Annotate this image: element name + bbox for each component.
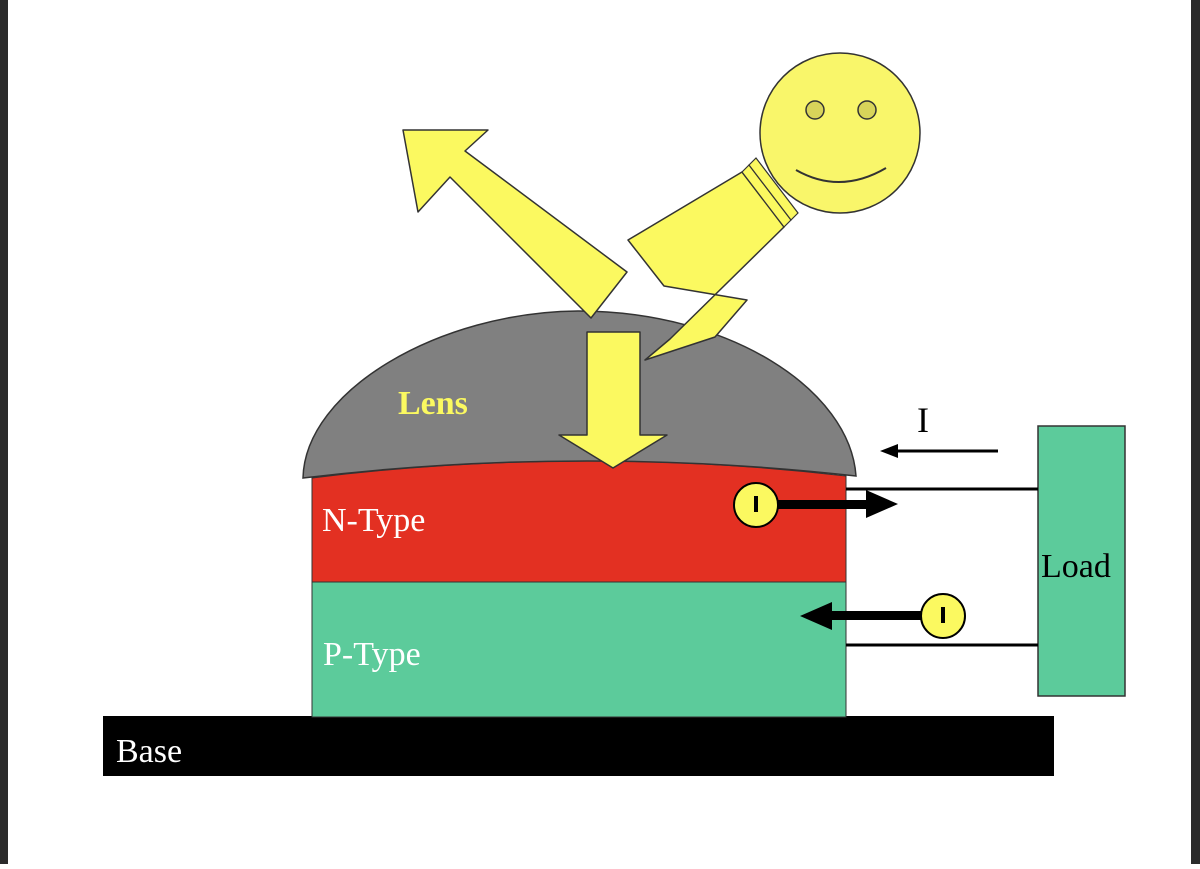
current-direction-arrow <box>880 444 998 458</box>
n-carrier-arrow <box>778 490 898 518</box>
left-frame-edge <box>0 0 8 864</box>
sun-face <box>759 52 921 214</box>
right-frame-edge <box>1191 0 1200 864</box>
base-bar <box>103 716 1054 776</box>
lens-dome <box>302 310 857 479</box>
load-label: Load <box>1041 548 1111 585</box>
sun-beam-stripes <box>741 157 799 228</box>
current-label: I <box>917 400 929 440</box>
n-type-label: N-Type <box>322 502 425 539</box>
sun-smile <box>795 167 887 183</box>
p-carrier-mark <box>941 607 945 623</box>
n-carrier-mark <box>754 496 758 512</box>
base-label: Base <box>116 733 182 770</box>
p-carrier-arrow <box>800 602 925 630</box>
p-type-label: P-Type <box>323 636 421 673</box>
lens-label: Lens <box>398 385 468 422</box>
transmitted-light-arrow <box>558 331 668 469</box>
sun-right-eye <box>857 100 877 120</box>
load-box <box>1037 425 1126 697</box>
sun-left-eye <box>805 100 825 120</box>
reflected-light-arrow <box>402 129 628 319</box>
incoming-light-arrow <box>627 171 785 361</box>
p-type-layer <box>311 581 847 718</box>
